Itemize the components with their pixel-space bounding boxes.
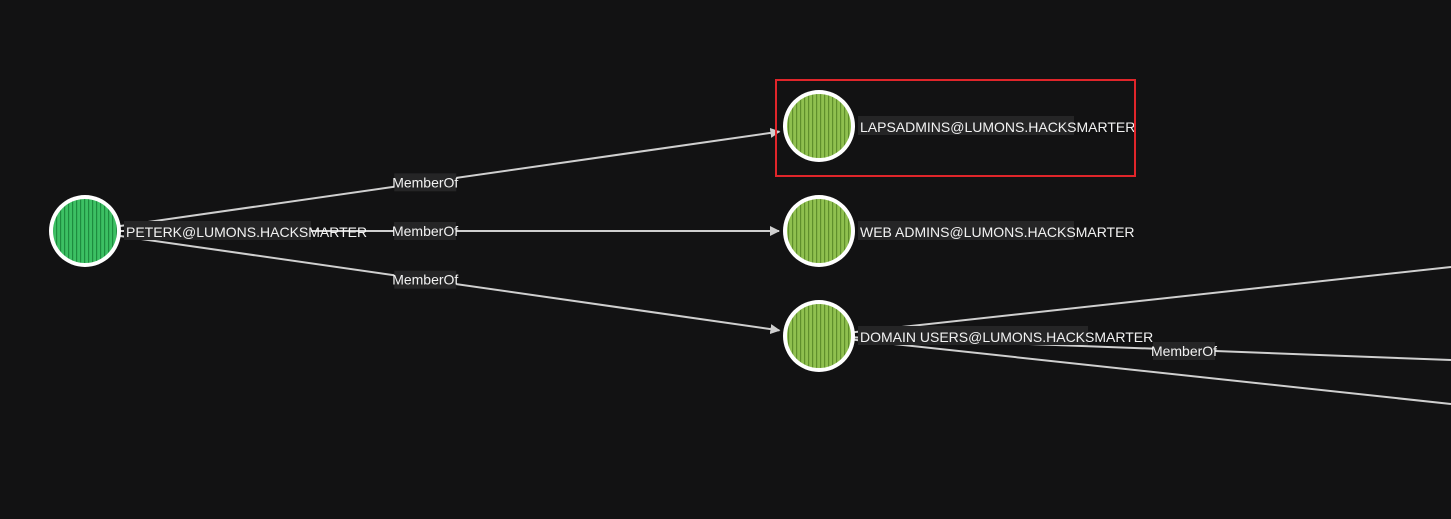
selection-highlight-box: [775, 79, 1136, 177]
nodes-layer: PETERK@LUMONS.HACKSMARTER LAPSADMINS@LUMO…: [49, 79, 1153, 372]
node-label-background: [124, 221, 311, 240]
edge-label-memberof: MemberOf: [392, 272, 458, 288]
edge-domainusers-offscreen-3[interactable]: [818, 335, 1451, 405]
group-node-domain-users[interactable]: DOMAIN USERS@LUMONS.HACKSMARTER: [783, 300, 1153, 372]
group-node-web-admins[interactable]: WEB ADMINS@LUMONS.HACKSMARTER: [783, 195, 1135, 267]
edge-label-background: [1153, 342, 1215, 360]
edge-label-background: [394, 173, 457, 192]
edge-domainusers-offscreen-1[interactable]: [818, 266, 1451, 337]
group-icon: [787, 304, 851, 368]
edge-label-background: [394, 222, 457, 240]
edge-label-background: [394, 270, 457, 289]
node-label: PETERK@LUMONS.HACKSMARTER: [126, 224, 367, 240]
node-label: LAPSADMINS@LUMONS.HACKSMARTER: [860, 119, 1135, 135]
node-label-background: [858, 116, 1074, 135]
edge-label-memberof: MemberOf: [1151, 343, 1217, 359]
group-icon: [787, 94, 851, 158]
group-icon: [787, 199, 851, 263]
edge-label-memberof: MemberOf: [392, 223, 458, 239]
node-label-background: [858, 221, 1074, 240]
node-label: DOMAIN USERS@LUMONS.HACKSMARTER: [860, 329, 1153, 345]
group-node-lapsadmins[interactable]: LAPSADMINS@LUMONS.HACKSMARTER: [775, 79, 1136, 177]
node-label-background: [858, 326, 1088, 345]
user-node-peterk[interactable]: PETERK@LUMONS.HACKSMARTER: [49, 195, 367, 267]
node-label: WEB ADMINS@LUMONS.HACKSMARTER: [860, 224, 1135, 240]
user-icon: [53, 199, 117, 263]
edge-label-memberof: MemberOf: [392, 174, 458, 190]
